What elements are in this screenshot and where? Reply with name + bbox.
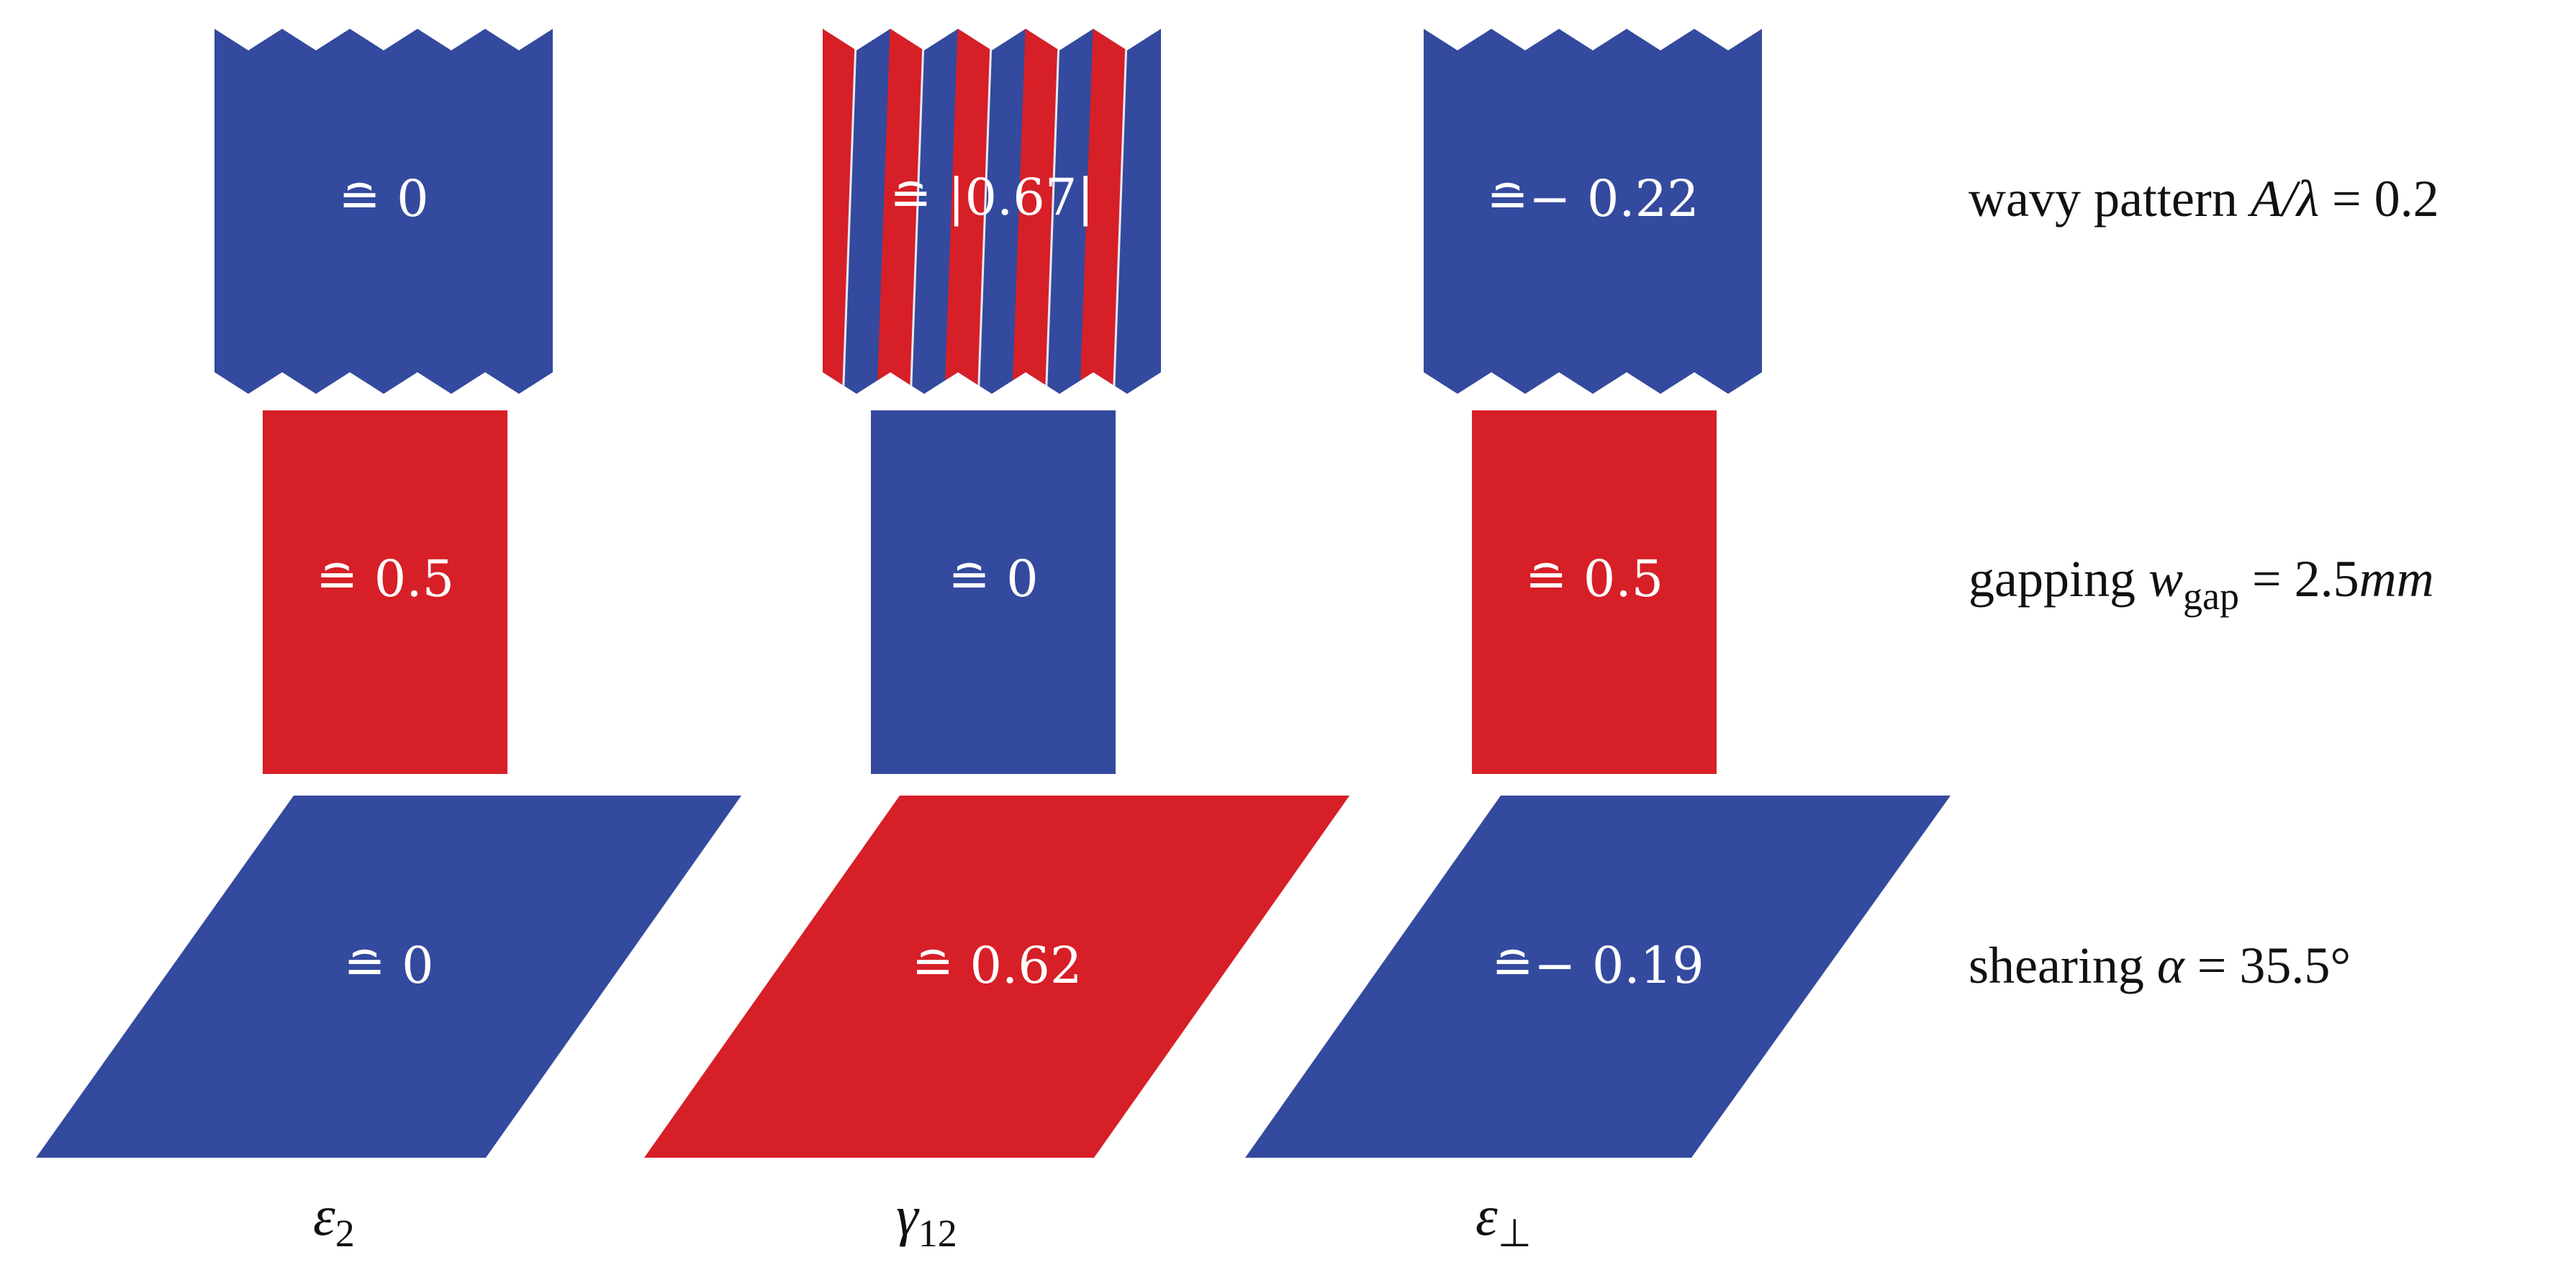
wavy-eperp-value: ≘− 0.22 bbox=[1486, 169, 1699, 228]
gap-eperp-cell: ≘ 0.5 bbox=[1472, 410, 1717, 774]
row-gap-rest: = 2.5 bbox=[2239, 550, 2359, 608]
wavy-gamma12-stripe bbox=[1080, 29, 1127, 394]
wavy-gamma12-cell: ≘ |0.67| bbox=[823, 29, 1161, 394]
row-wavy-rest: = 0.2 bbox=[2319, 170, 2439, 228]
column-label-gamma12: γ12 bbox=[896, 1184, 957, 1255]
wavy-eps2-cell: ≘ 0 bbox=[214, 29, 553, 394]
shear-eperp-cell: ≘− 0.19 bbox=[1245, 796, 1951, 1158]
row-wavy-prefix: wavy pattern bbox=[1969, 170, 2251, 228]
wavy-gamma12-separator bbox=[909, 29, 926, 394]
wavy-gamma12-separator bbox=[1112, 29, 1129, 394]
col-eps2-sym: ε bbox=[313, 1184, 335, 1247]
row-label-wavy: wavy pattern A/λ = 0.2 bbox=[1969, 170, 2439, 228]
col-gamma12-sym: γ bbox=[896, 1184, 920, 1247]
row-shear-rest: = 35.5° bbox=[2184, 937, 2351, 994]
gap-eps2-value: ≘ 0.5 bbox=[316, 549, 454, 608]
shear-gamma12-cell: ≘ 0.62 bbox=[644, 796, 1350, 1158]
wavy-gamma12-stripe bbox=[1012, 29, 1059, 394]
wavy-gamma12-stripe bbox=[944, 29, 992, 394]
row-label-gapping: gapping wgap = 2.5mm bbox=[1969, 550, 2434, 618]
shear-gamma12-value: ≘ 0.62 bbox=[912, 936, 1083, 995]
gap-gamma12-cell: ≘ 0 bbox=[871, 410, 1116, 774]
row-shear-prefix: shearing bbox=[1969, 937, 2157, 994]
shear-eps2-shape bbox=[36, 796, 741, 1158]
gap-eperp-shape bbox=[1472, 410, 1717, 774]
column-label-eps2: ε2 bbox=[313, 1184, 355, 1255]
wavy-gamma12-separator bbox=[1044, 29, 1061, 394]
wavy-eps2-value: ≘ 0 bbox=[338, 169, 428, 228]
wavy-gamma12-stripe bbox=[823, 29, 857, 394]
gap-gamma12-value: ≘ 0 bbox=[948, 549, 1038, 608]
col-eps2-sub: 2 bbox=[335, 1212, 355, 1255]
shear-eperp-shape bbox=[1245, 796, 1951, 1158]
row-gap-prefix: gapping bbox=[1969, 550, 2148, 608]
col-eperp-sym: ε bbox=[1475, 1184, 1498, 1247]
wavy-gamma12-stripes bbox=[823, 29, 1129, 394]
shear-eps2-value: ≘ 0 bbox=[343, 936, 433, 995]
col-gamma12-sub: 12 bbox=[918, 1212, 957, 1255]
wavy-gamma12-separator bbox=[841, 29, 858, 394]
row-gap-var: w bbox=[2148, 550, 2183, 608]
row-wavy-math: A/λ bbox=[2248, 170, 2319, 228]
wavy-gamma12-stripe bbox=[877, 29, 924, 394]
gap-gamma12-shape bbox=[871, 410, 1116, 774]
col-eperp-sub: ⊥ bbox=[1498, 1212, 1532, 1255]
gap-eperp-value: ≘ 0.5 bbox=[1525, 549, 1663, 608]
row-gap-sub: gap bbox=[2183, 575, 2239, 618]
row-shear-var: α bbox=[2157, 937, 2185, 994]
row-label-shearing: shearing α = 35.5° bbox=[1969, 937, 2351, 994]
gap-eps2-shape bbox=[263, 410, 507, 774]
row-gap-unit: mm bbox=[2359, 550, 2434, 608]
shear-eperp-value: ≘− 0.19 bbox=[1491, 936, 1704, 995]
wavy-eperp-shape bbox=[1424, 29, 1762, 394]
wavy-gamma12-value: ≘ |0.67| bbox=[890, 168, 1094, 227]
wavy-eperp-cell: ≘− 0.22 bbox=[1424, 29, 1762, 394]
gap-eps2-cell: ≘ 0.5 bbox=[263, 410, 507, 774]
wavy-gamma12-separator bbox=[977, 29, 993, 394]
shear-gamma12-shape bbox=[644, 796, 1350, 1158]
column-label-eperp: ε⊥ bbox=[1475, 1184, 1532, 1255]
wavy-eps2-shape bbox=[214, 29, 553, 394]
shear-eps2-cell: ≘ 0 bbox=[36, 796, 741, 1158]
